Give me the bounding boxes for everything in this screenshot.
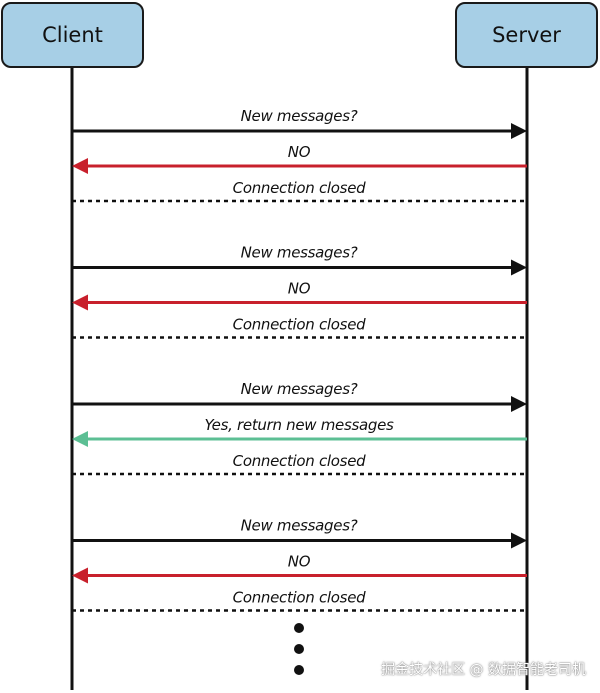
request-arrowhead (511, 259, 527, 276)
continuation-dot (294, 644, 304, 654)
client-label: Client (42, 23, 103, 47)
connection-closed-label: Connection closed (233, 316, 366, 334)
response-label: NO (288, 553, 311, 571)
continuation-dot (294, 665, 304, 675)
request-label: New messages? (241, 380, 358, 398)
response-arrowhead (72, 431, 88, 447)
client-participant: Client (1, 2, 144, 68)
response-arrowhead (72, 158, 88, 174)
request-arrowhead (511, 532, 527, 549)
request-label: New messages? (241, 107, 358, 125)
connection-closed-label: Connection closed (233, 452, 366, 470)
connection-closed-label: Connection closed (233, 589, 366, 607)
response-label: NO (288, 280, 311, 298)
response-arrowhead (72, 294, 88, 311)
request-label: New messages? (241, 517, 358, 535)
response-arrowhead (72, 567, 88, 584)
request-arrowhead (511, 123, 527, 139)
request-arrowhead (511, 396, 527, 412)
request-label: New messages? (241, 244, 358, 262)
continuation-dot (294, 623, 304, 633)
server-participant: Server (455, 2, 598, 68)
response-label: NO (288, 143, 311, 161)
connection-closed-label: Connection closed (233, 179, 366, 197)
watermark: 掘金技术社区 @ 数据智能老司机 (381, 662, 586, 678)
server-label: Server (492, 23, 561, 47)
response-label: Yes, return new messages (204, 416, 394, 434)
